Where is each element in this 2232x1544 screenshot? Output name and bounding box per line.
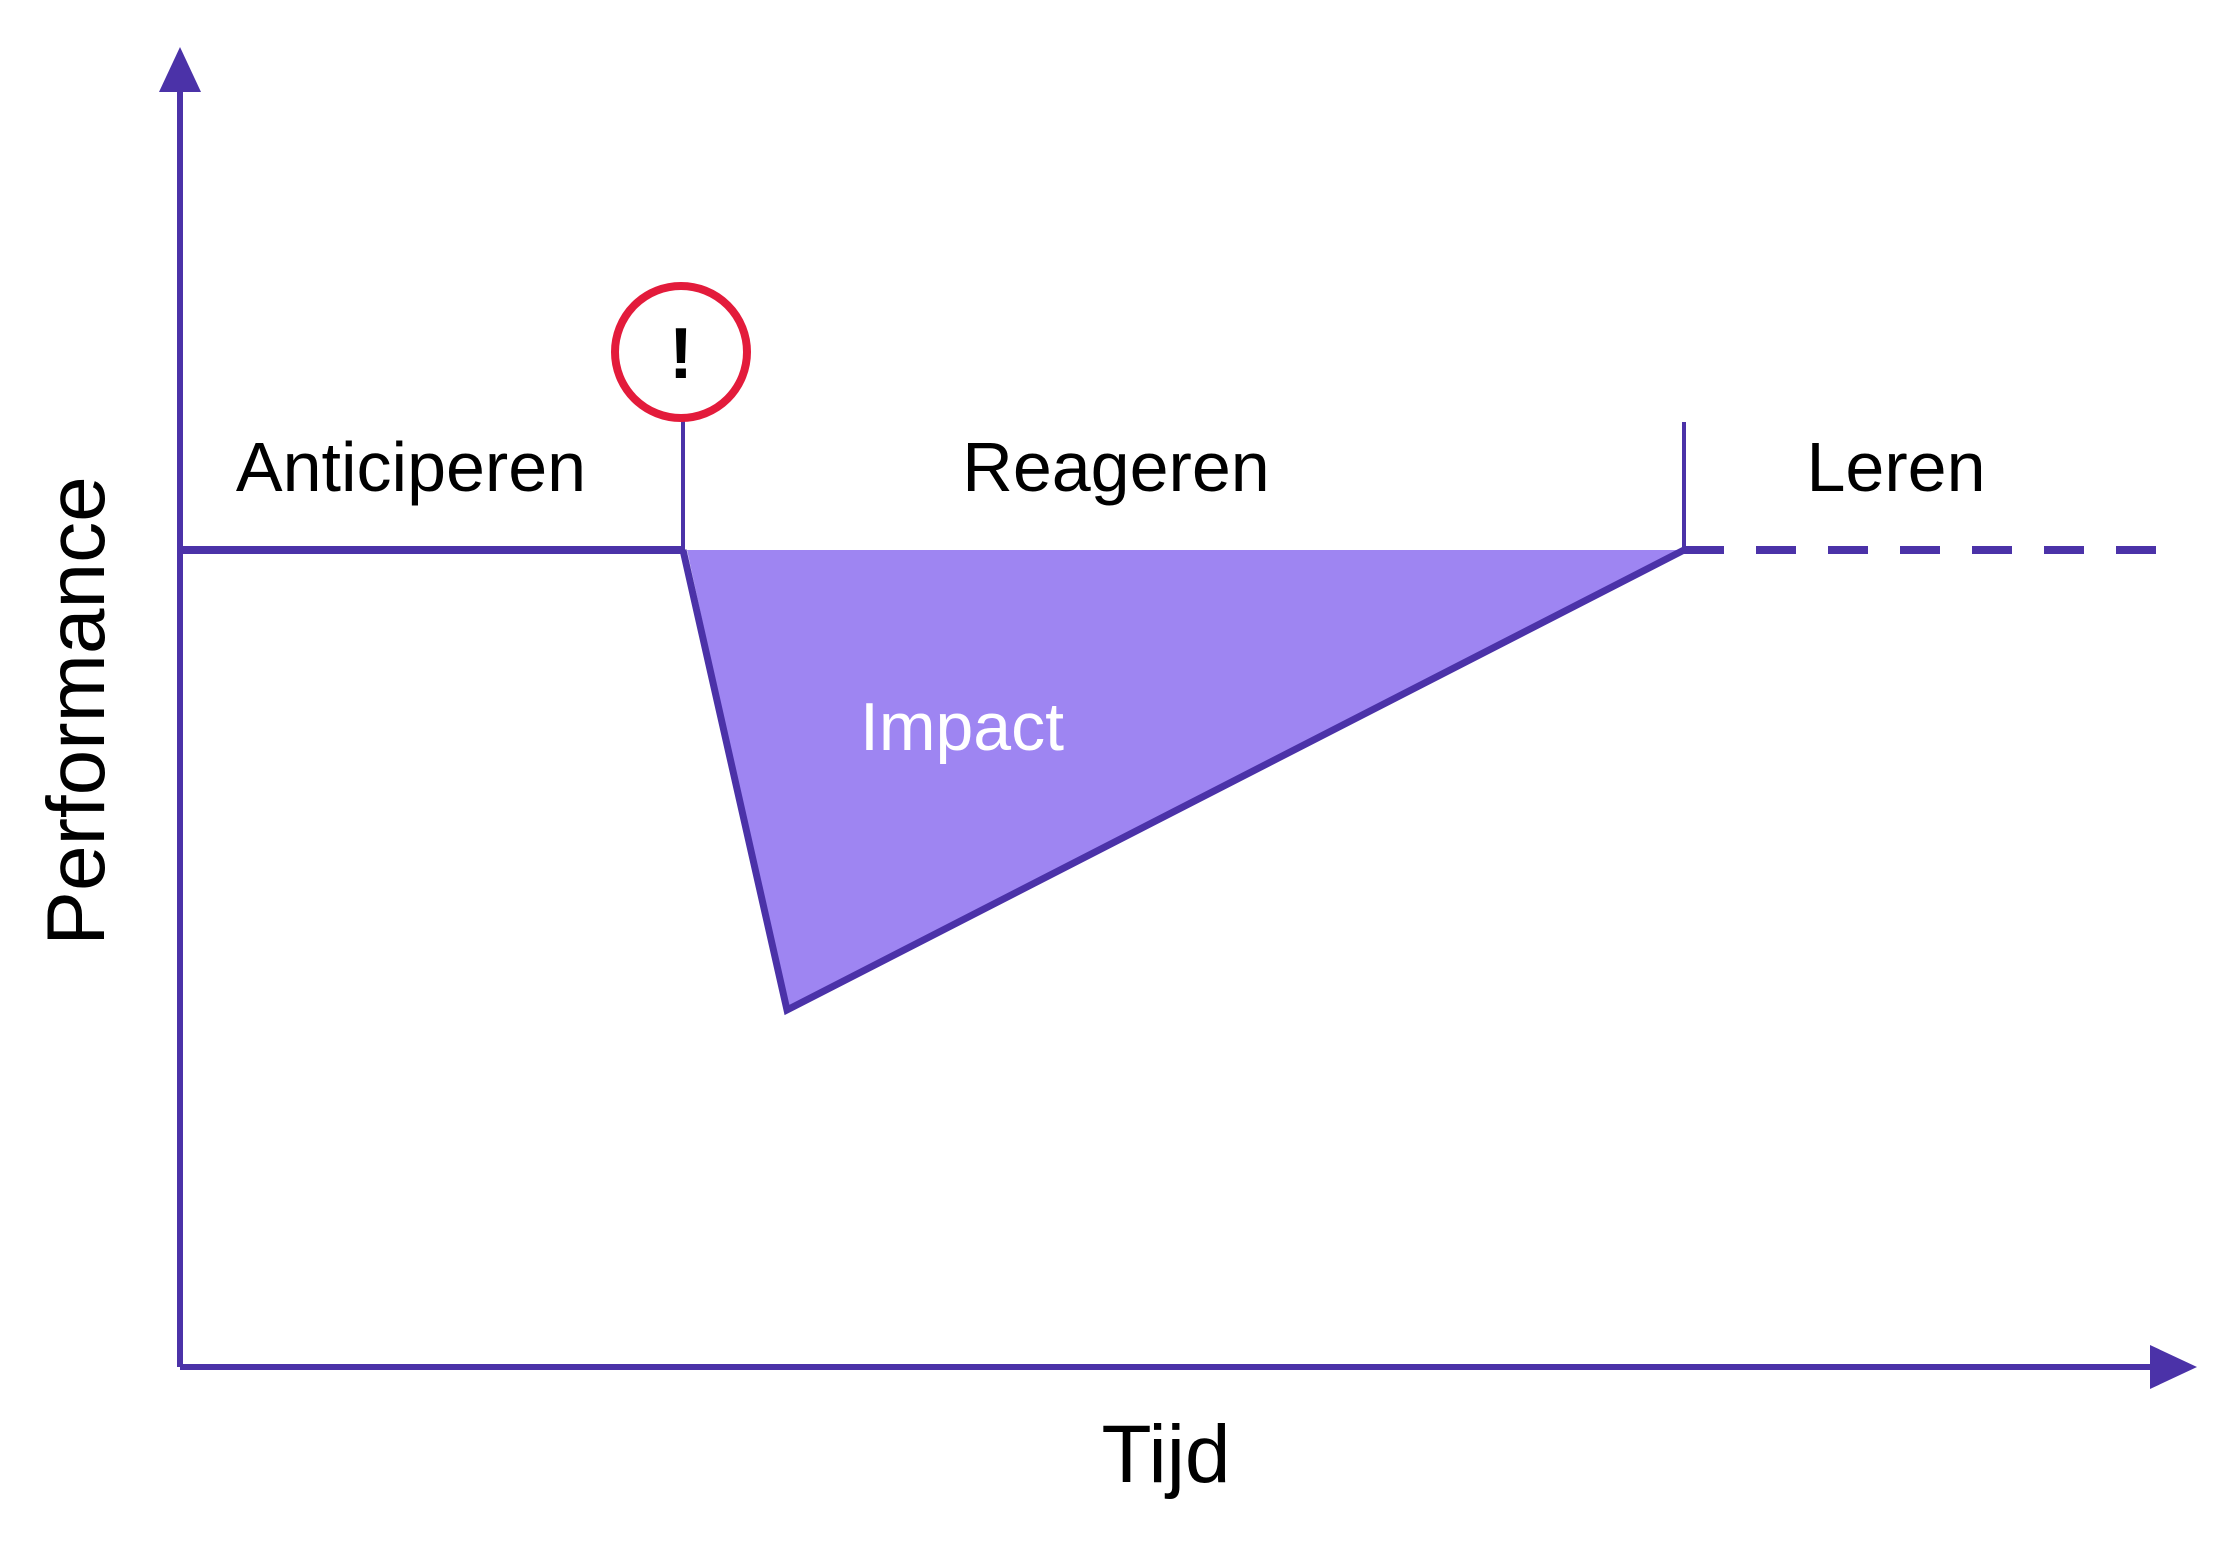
alert-icon xyxy=(611,282,751,422)
impact-label: Impact xyxy=(860,689,1064,765)
y-axis-label: Performance xyxy=(31,476,122,945)
x-axis-arrow-icon xyxy=(2150,1345,2197,1389)
impact-area xyxy=(687,550,1684,1010)
phase-label-anticiperen: Anticiperen xyxy=(236,428,586,506)
x-axis-label: Tijd xyxy=(1101,1409,1230,1500)
y-axis-arrow-icon xyxy=(159,47,201,92)
performance-curve xyxy=(679,546,1686,1016)
phase-label-reageren: Reageren xyxy=(962,428,1269,506)
alert-mark: ! xyxy=(669,314,693,394)
phase-label-leren: Leren xyxy=(1806,428,1985,506)
